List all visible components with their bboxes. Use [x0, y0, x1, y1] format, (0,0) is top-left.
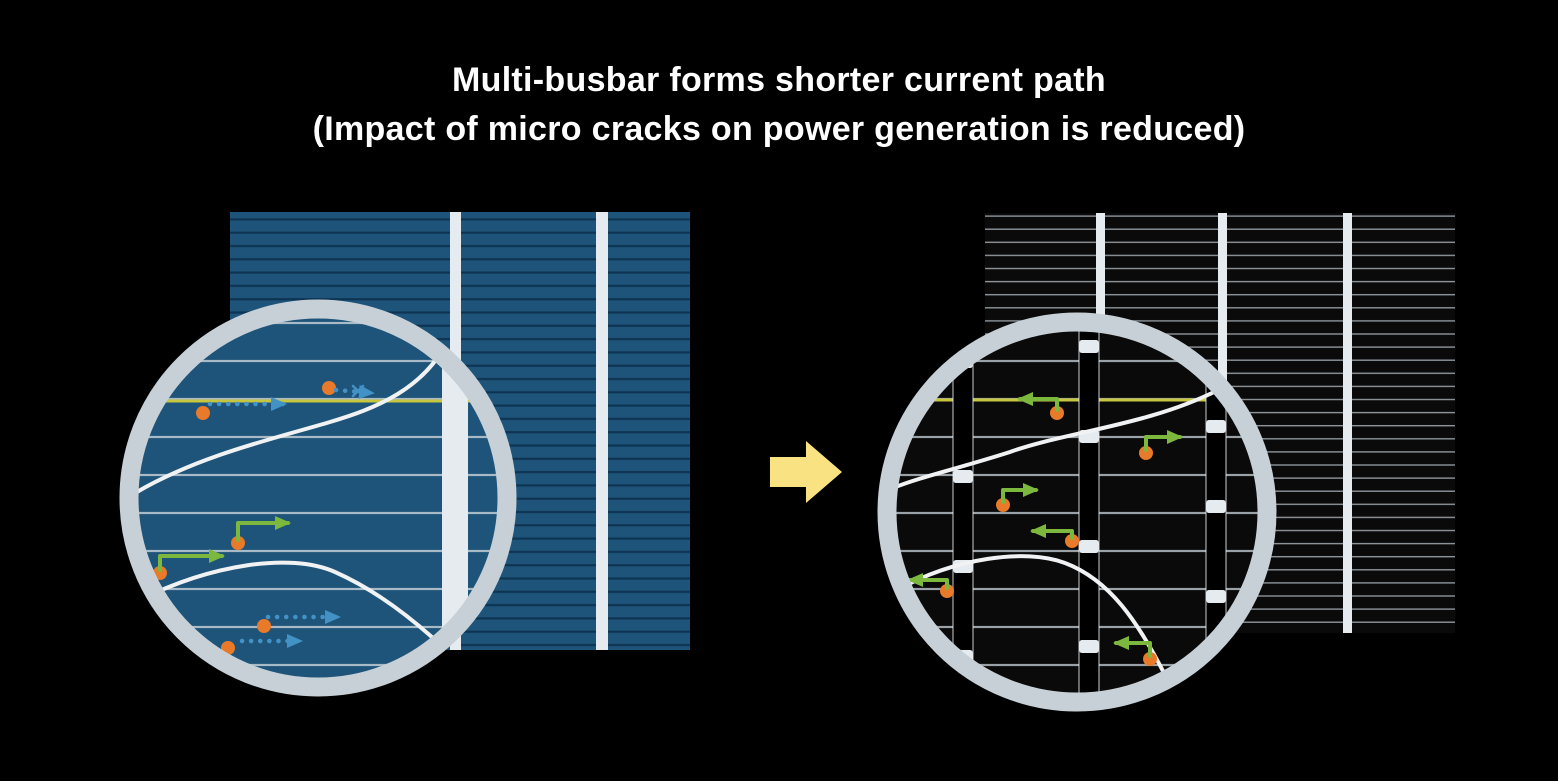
right-magnifier-content [895, 330, 1259, 694]
right-arrow-icon [770, 441, 842, 503]
electron-dot [257, 619, 271, 633]
busbar-pad [1206, 500, 1226, 513]
title-line-2: (Impact of micro cracks on power generat… [312, 110, 1246, 149]
electron-dot [1139, 446, 1153, 460]
broken-path-x-icon [351, 384, 365, 398]
short-path-arrow [1144, 430, 1183, 452]
electron-dot [231, 536, 245, 550]
short-path-arrow [1017, 392, 1059, 412]
left-magnifier-ring [119, 299, 517, 697]
short-path-arrow [1113, 636, 1152, 658]
right-magnifier-ring [877, 312, 1277, 712]
right-zoom-busbar-2 [1078, 330, 1100, 694]
busbar-pad [1079, 340, 1099, 353]
left-zoom-finger-grid [137, 317, 499, 679]
title-line-1: Multi-busbar forms shorter current path [452, 61, 1106, 99]
short-path-arrow [1030, 524, 1074, 540]
busbar-pad [1206, 420, 1226, 433]
short-path-arrow [1001, 483, 1039, 504]
short-path-arrow [907, 573, 949, 590]
right-magnifier [877, 312, 1277, 712]
short-path-arrow [236, 516, 291, 542]
busbar-pad [1206, 590, 1226, 603]
right-busbar-3 [1343, 213, 1352, 633]
busbar-pad [953, 470, 973, 483]
busbar-pad [1079, 640, 1099, 653]
busbar-pad [1079, 540, 1099, 553]
left-short-current-paths [153, 516, 291, 580]
right-short-current-paths [907, 392, 1183, 666]
electron-dot [996, 498, 1010, 512]
left-micro-crack-1 [137, 328, 454, 494]
left-long-current-paths [196, 381, 375, 655]
right-micro-crack-2 [895, 554, 1167, 677]
diagram-title: Multi-busbar forms shorter current path … [0, 56, 1558, 155]
long-path-arrow [333, 384, 375, 399]
electron-dot [940, 584, 954, 598]
left-busbar-2 [596, 212, 608, 650]
right-micro-crack-1 [895, 388, 1220, 490]
left-micro-crack-2 [138, 560, 450, 654]
electron-dot [1065, 534, 1079, 548]
electron-dot [1143, 652, 1157, 666]
electron-dot [322, 381, 336, 395]
short-path-arrow [158, 549, 225, 572]
electron-dot [196, 406, 210, 420]
left-magnifier [119, 299, 517, 697]
electron-dot [1050, 406, 1064, 420]
right-zoom-busbar-1 [952, 330, 974, 694]
